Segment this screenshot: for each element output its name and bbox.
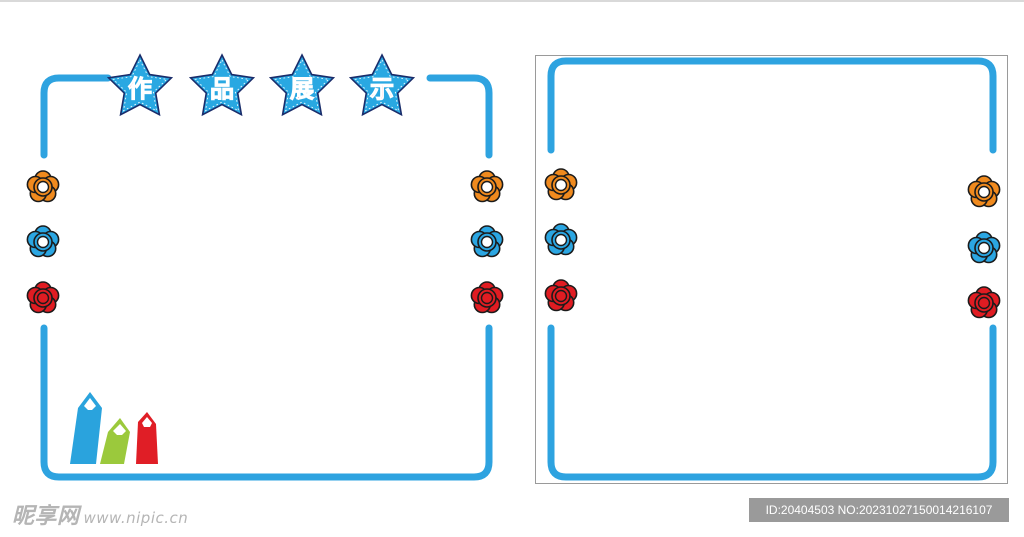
- flower-icon: [470, 225, 504, 258]
- flower-icon: [470, 170, 504, 203]
- title-char-4: 示: [370, 75, 394, 103]
- watermark-brand: 昵享网: [12, 504, 80, 529]
- star-badge-icon: 示: [349, 54, 415, 116]
- flower-icon: [967, 286, 1001, 319]
- title-char-2: 品: [210, 75, 234, 103]
- right-frame-top-border: [547, 57, 997, 154]
- watermark-url: www.nipic.cn: [83, 509, 189, 527]
- right-frame-bottom-border: [547, 324, 997, 481]
- star-badge-icon: 作: [107, 54, 173, 116]
- left-frame: 作 品 展 示: [26, 54, 504, 481]
- title-char-3: 展: [290, 75, 314, 103]
- star-badge-icon: 品: [189, 54, 255, 116]
- flower-icon: [470, 281, 504, 314]
- flower-icon: [26, 170, 60, 203]
- flower-icon: [967, 231, 1001, 264]
- right-frame: [535, 55, 1008, 484]
- flower-icon: [544, 279, 578, 312]
- flower-icon: [26, 225, 60, 258]
- pencil-green: [100, 418, 130, 464]
- flower-icon: [26, 281, 60, 314]
- flower-icon: [544, 168, 578, 201]
- watermark-id-badge: ID:20404503 NO:20231027150014216107: [749, 498, 1009, 522]
- star-badge-icon: 展: [269, 54, 335, 116]
- pencil-red: [136, 412, 158, 464]
- right-frame-outline: [535, 55, 1008, 484]
- pencils-icon: [70, 392, 158, 464]
- pencil-blue: [70, 392, 102, 464]
- left-frame-top-border: [40, 74, 493, 159]
- flower-icon: [544, 223, 578, 256]
- title-char-1: 作: [128, 75, 152, 103]
- top-divider-line: [0, 0, 1024, 2]
- flower-icon: [967, 175, 1001, 208]
- left-frame-bottom-border: [40, 324, 493, 481]
